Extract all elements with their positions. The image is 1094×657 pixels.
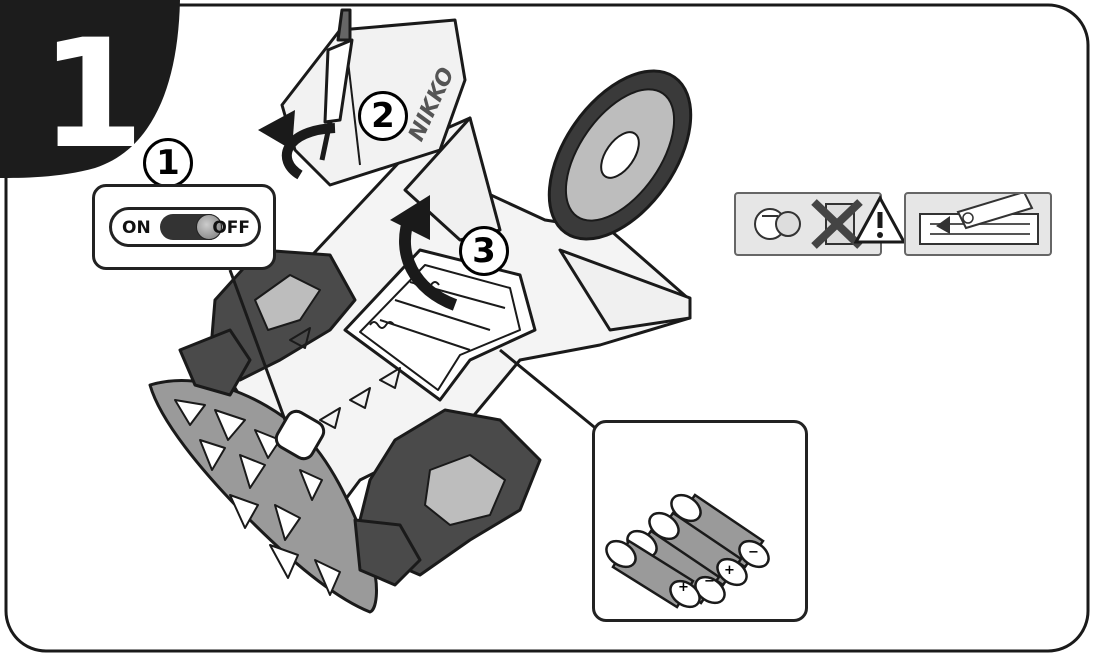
battery-plus-symbol: + xyxy=(678,580,689,595)
battery-icon xyxy=(605,539,701,609)
open-arrow-icon xyxy=(390,195,458,311)
batteries-illustration xyxy=(605,493,770,609)
power-switch: ON OFF xyxy=(109,207,261,247)
page-frame xyxy=(4,3,1090,653)
callout-2: 2 xyxy=(358,91,408,141)
battery-detail-panel: + + − − xyxy=(592,420,808,622)
battery-warning-panel-2 xyxy=(904,190,1052,256)
screwdriver-icon xyxy=(319,8,354,161)
switch-track xyxy=(160,214,222,240)
insert-battery-icon xyxy=(919,190,1039,245)
step-number: 1 xyxy=(40,8,145,182)
battery-minus-symbol: − xyxy=(748,545,759,560)
warning-icon xyxy=(853,194,907,250)
switch-detail-panel: ON OFF xyxy=(92,184,276,270)
rotate-arrow-icon xyxy=(258,110,336,180)
switch-leader-line xyxy=(228,269,287,421)
battery-icon xyxy=(648,511,748,587)
callout-1: 1 xyxy=(143,138,193,188)
battery-leader-line xyxy=(499,348,611,442)
battery-icon xyxy=(670,493,770,569)
switch-off-label: OFF xyxy=(212,218,250,238)
battery-warning-panel-1 xyxy=(734,192,882,256)
switch-knob xyxy=(196,214,222,240)
switch-on-label: ON xyxy=(122,218,151,238)
step-tab xyxy=(0,0,180,178)
no-mixing-batteries-icon xyxy=(754,199,863,249)
battery-plus-symbol: + xyxy=(724,563,735,578)
callout-3: 3 xyxy=(459,226,509,276)
battery-icon xyxy=(626,529,726,605)
battery-minus-symbol: − xyxy=(704,574,715,589)
